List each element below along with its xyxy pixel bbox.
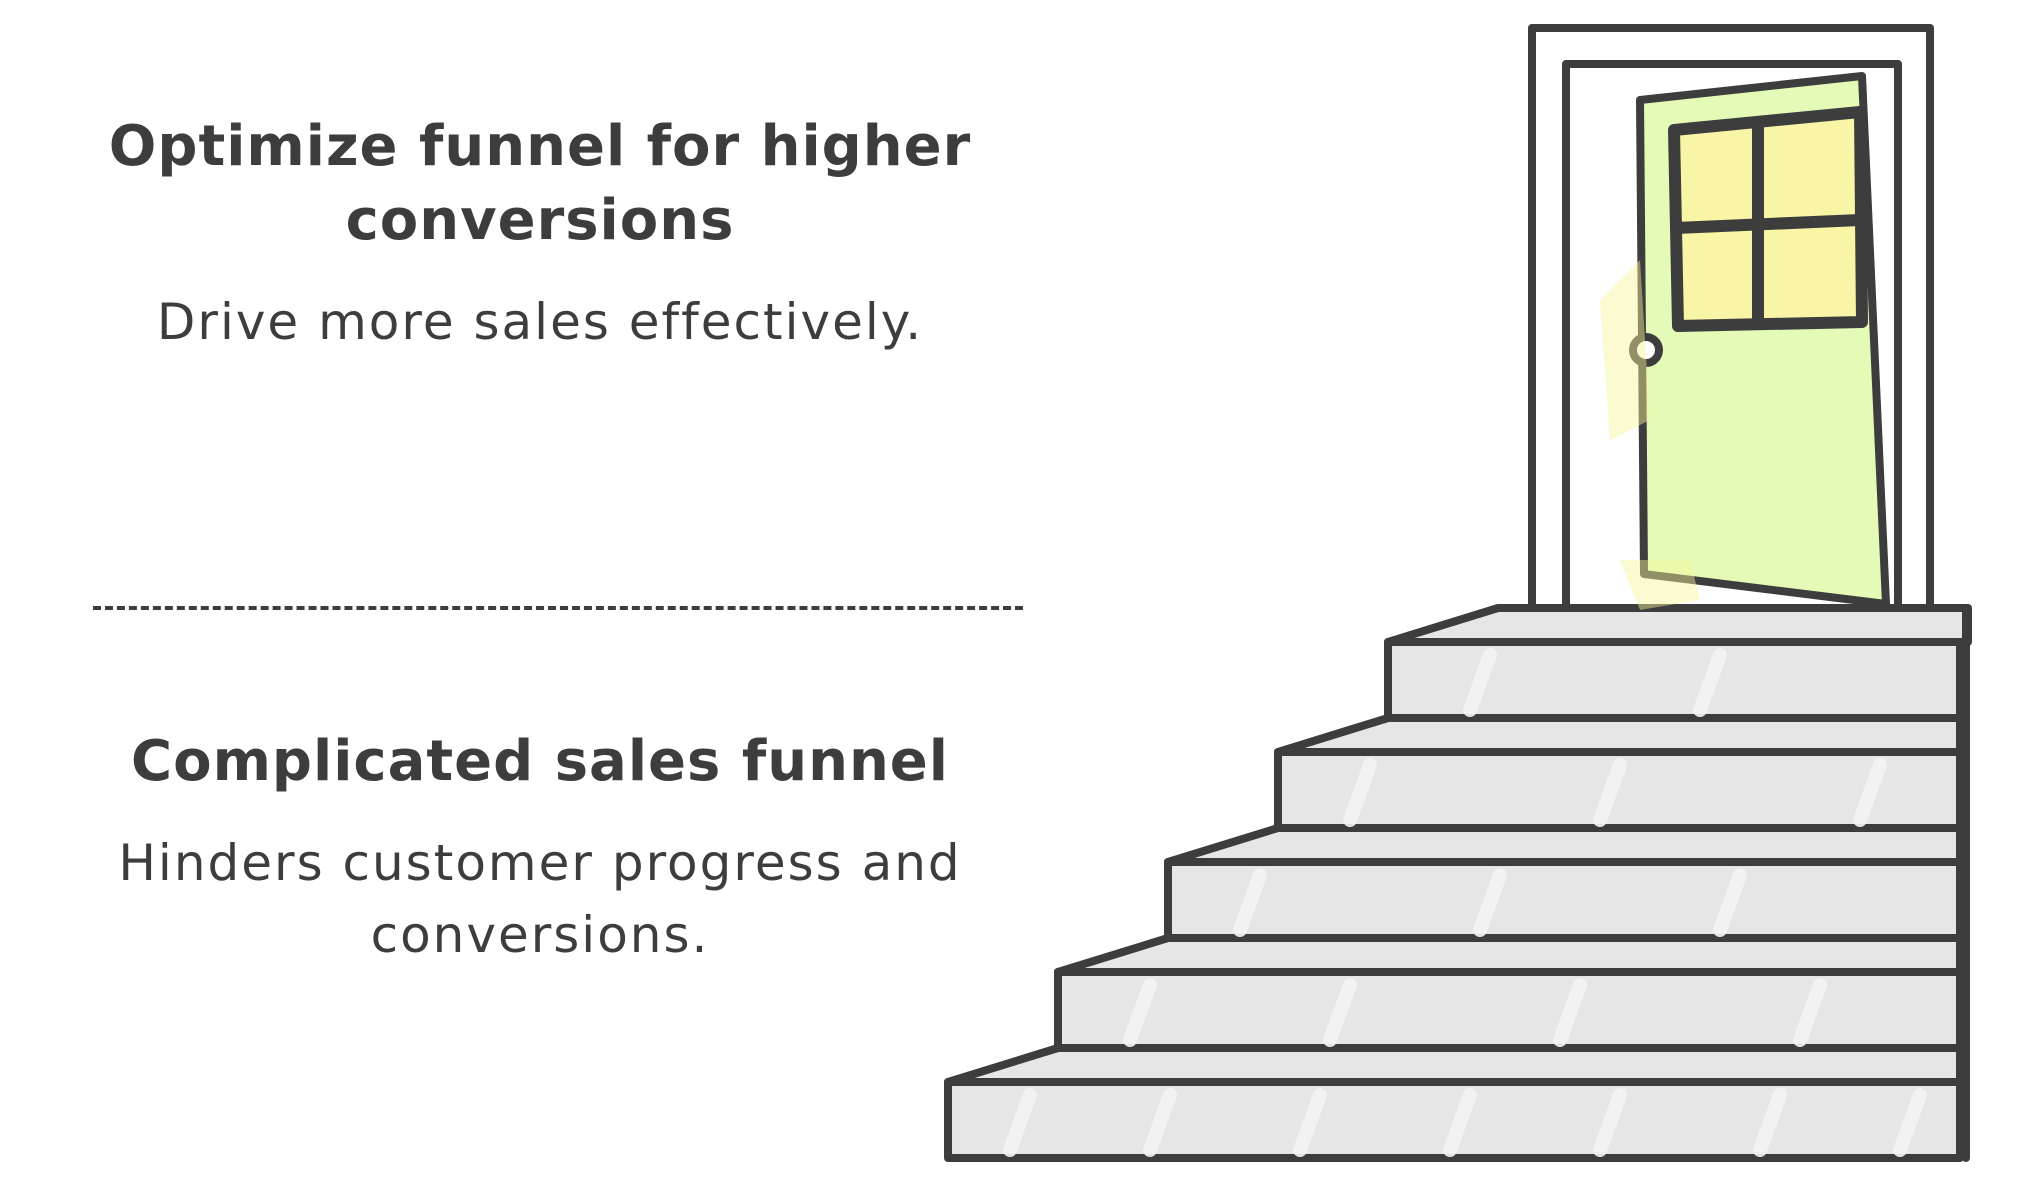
step-hatching	[1003, 648, 1927, 1157]
lower-text-block: Complicated sales funnel Hinders custome…	[90, 725, 990, 971]
open-door-icon	[1528, 24, 1934, 612]
lower-title: Complicated sales funnel	[131, 729, 949, 794]
upper-title: Optimize funnel for higher conversions	[108, 114, 972, 253]
door-highlight	[1600, 260, 1700, 610]
staircase-icon	[944, 604, 1972, 1162]
lower-description: Hinders customer progress and conversion…	[118, 834, 962, 964]
dashed-divider	[93, 606, 1023, 610]
upper-text-block: Optimize funnel for higher conversions D…	[90, 110, 990, 358]
upper-description: Drive more sales effectively.	[156, 293, 924, 351]
